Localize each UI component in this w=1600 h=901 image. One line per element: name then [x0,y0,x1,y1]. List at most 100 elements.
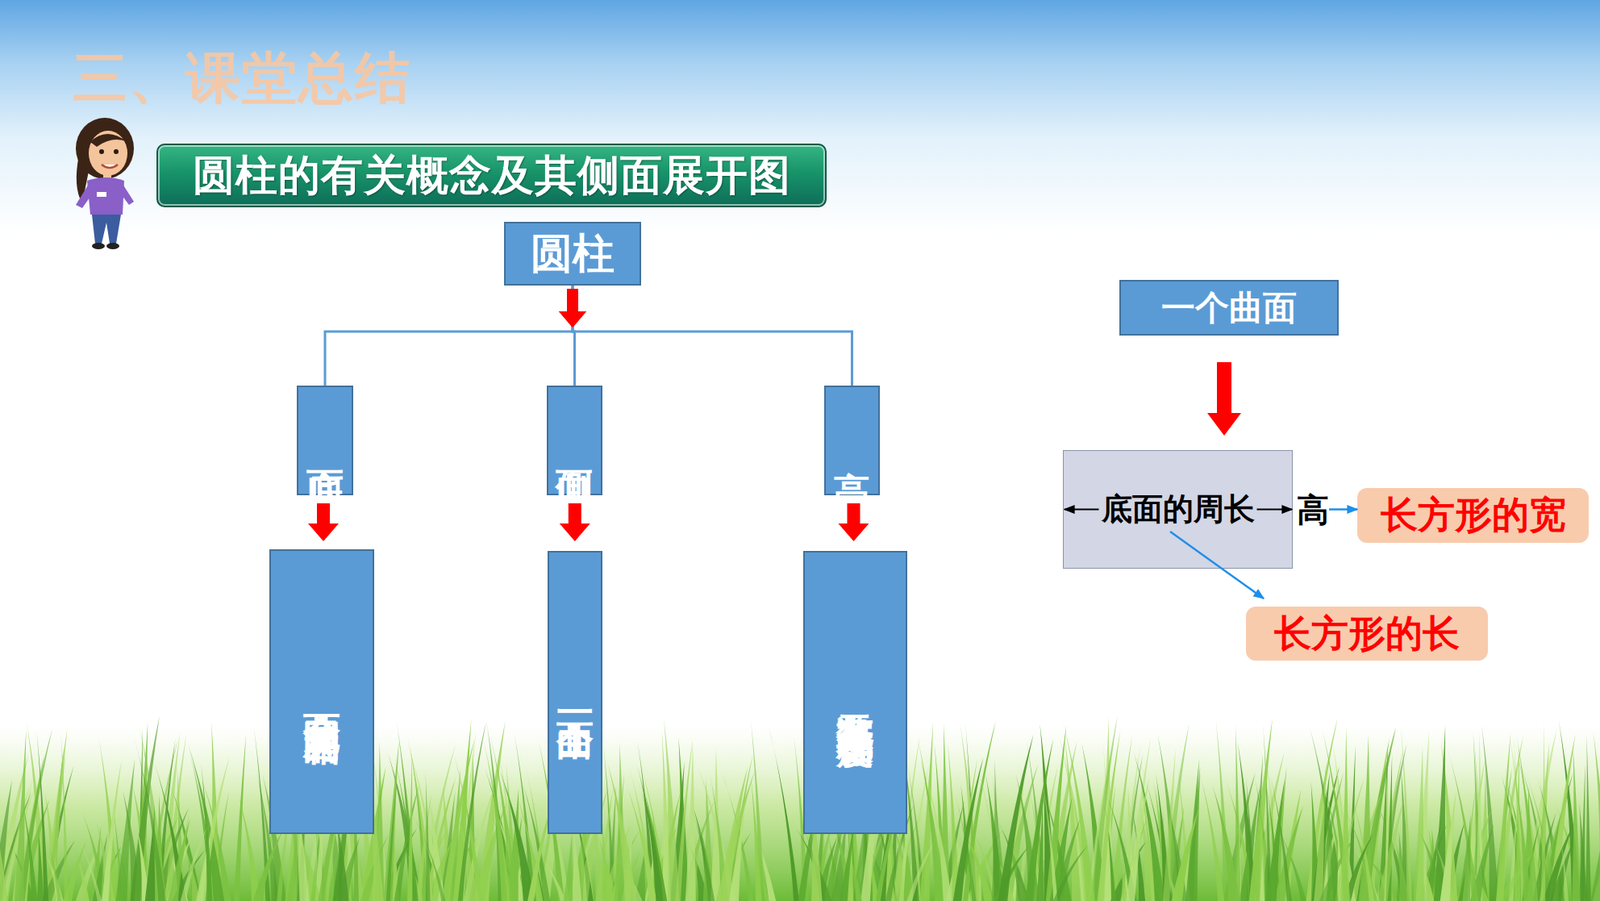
dimension-text: 底面的周长 [1101,488,1255,530]
grass-blade [1440,791,1457,901]
section-title: 三、课堂总结 [72,41,412,116]
blue-pointer-line [1170,531,1264,599]
tree-branch-line [325,285,573,386]
grass-blade [412,813,446,901]
grass-blade [991,758,1000,901]
grass-blade [1541,722,1546,901]
grass-blade [1395,842,1409,901]
grass-blade [1038,759,1059,901]
grass-blade [1198,768,1225,901]
grass-blade [1266,779,1285,901]
shirt-logo [96,191,107,197]
grass-blade [1412,745,1424,901]
grass-blade [1334,777,1364,901]
grass-blade [505,762,518,901]
red-block-arrow [558,288,587,328]
connector [559,503,591,542]
grass-blades [0,715,1600,901]
jeans [91,214,121,244]
grass-blade [1162,747,1176,901]
connector [1329,508,1358,510]
connector [308,503,339,542]
fringe [90,133,128,147]
grass-blade [692,812,715,901]
grass-blade [36,731,49,901]
grass-blade [46,839,62,901]
grass-blade [924,769,952,901]
grass-blade [1097,730,1121,901]
grass-blade [1062,716,1096,901]
grass-blade [407,753,413,901]
grass-blade [717,766,748,901]
grass-blade [14,729,27,901]
grass-blade [68,818,103,901]
shoe [106,242,120,250]
concept-box: 侧面 [546,385,603,496]
red-block-arrow [558,288,587,328]
grass-blade [60,732,68,901]
arm [119,183,134,205]
node-text: 两个完全 相同的圆 [300,614,343,770]
grass-blade [383,741,400,901]
grass-blade [768,726,800,901]
unfolded-rectangle: 底面的周长 [1062,450,1293,569]
grass-blade [1249,718,1273,901]
node-text: 有无数条 长度都相等 [834,596,877,789]
grass-blade [750,774,763,901]
grass-blade [500,770,536,901]
arm [75,183,94,209]
grass-blade [1458,814,1471,901]
dimension-line [1064,508,1100,511]
grass-blade [729,805,746,901]
grass-blade [1016,773,1041,901]
grass-blade [1358,727,1396,901]
grass-blade [953,757,984,901]
result-box: 长方形的长 [1245,606,1488,661]
grass-blade [200,763,213,901]
unfolded-rectangle-node: 底面的周长高 [1062,450,1330,569]
banner-text: 圆柱的有关概念及其侧面展开图 [192,147,792,205]
node-text: 长方形的宽 [1380,490,1567,541]
concept-box: 底面 [296,385,354,496]
side-label: 高 [1296,487,1330,532]
grass-blade [685,741,696,901]
grass-blade [1542,821,1575,901]
node-text: 圆柱 [530,225,615,283]
grass-blade [1571,745,1581,901]
connector [838,503,870,542]
grass-blade [970,740,1005,901]
grass-blade [1514,774,1532,901]
face [88,130,128,176]
grass-blade [1593,732,1600,901]
grass-blade [403,719,434,901]
shirt [87,177,125,215]
grass-blade [1560,837,1569,901]
grass-blade [0,781,9,901]
surface-box: 一个曲面 [1119,279,1339,336]
grass-blade [1340,726,1350,901]
grass-blade [1495,733,1511,901]
red-block-arrow [558,288,587,328]
connector [325,285,587,386]
grass-blade [167,818,191,901]
grass-blade [394,756,419,901]
red-block-arrow [308,503,339,542]
grass-blade [1377,796,1405,901]
grass-blade [1579,763,1585,901]
connector [1207,362,1242,436]
node-text: 长方形的长 [1274,608,1460,659]
grass-blade [253,831,283,901]
grass-blade [920,759,946,901]
shoe [91,242,105,250]
grass-blade [607,761,638,901]
grass-blade [386,779,398,901]
connector [558,285,853,386]
grass-blade [483,740,512,901]
grass-blade [139,726,167,901]
node-text: 一个曲面 [1161,285,1297,331]
grass-blade [1233,724,1241,901]
definition-box: 有无数条 长度都相等 [803,550,908,834]
grass-blade [563,832,574,901]
definition-box: 一个曲面 [547,550,603,834]
